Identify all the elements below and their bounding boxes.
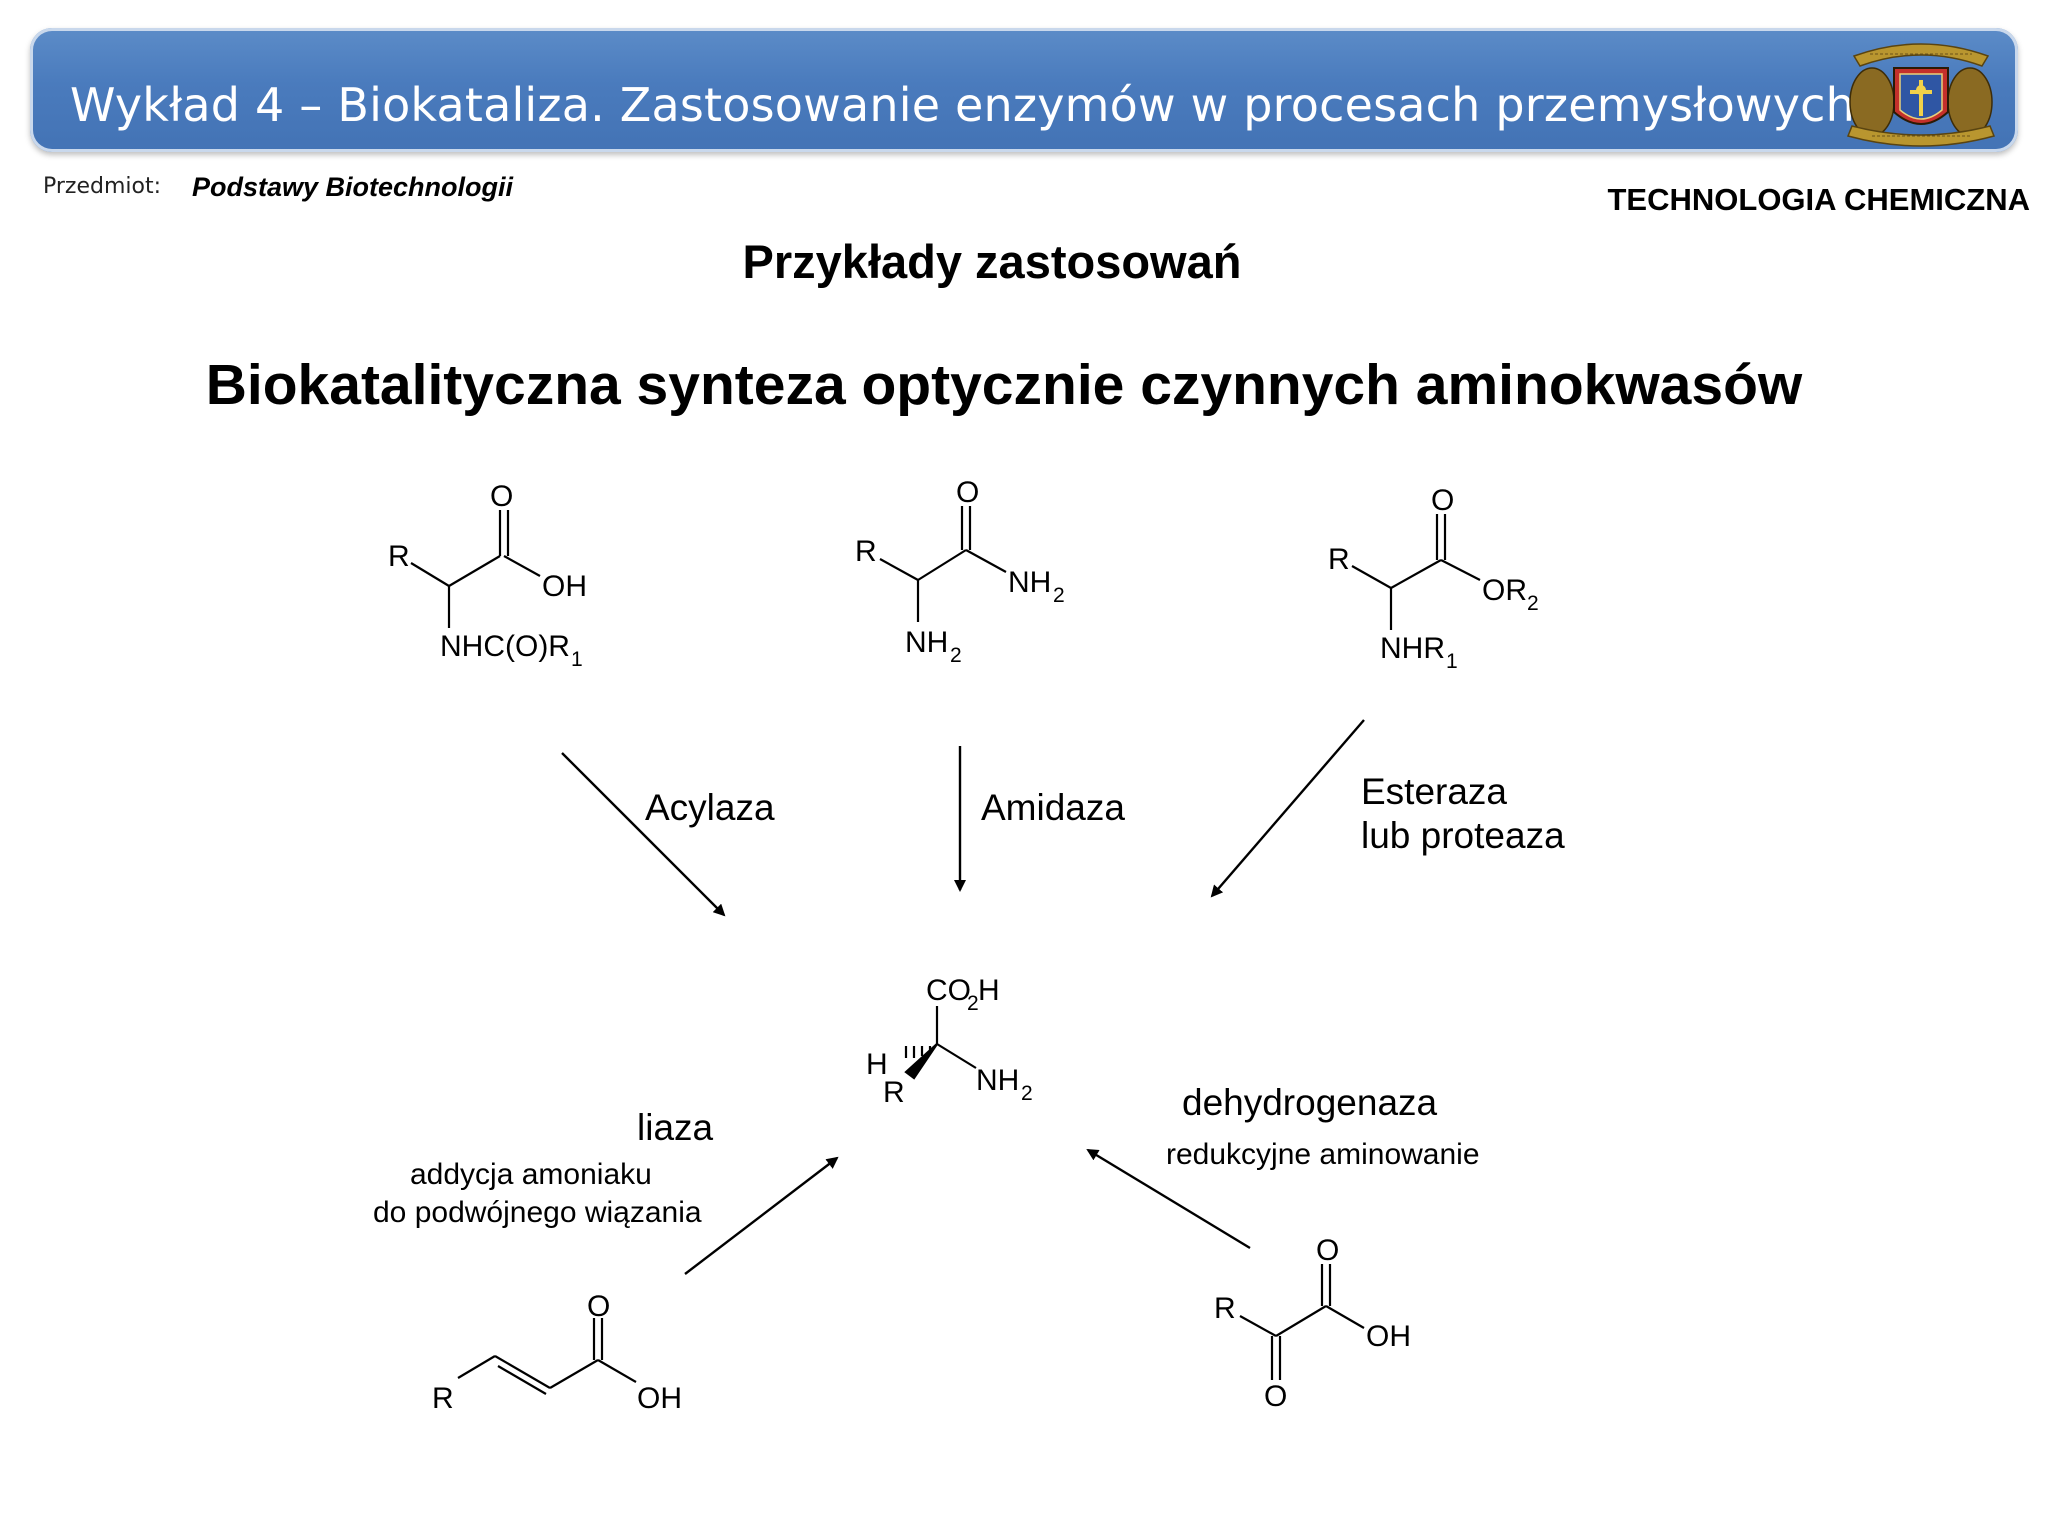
enzyme-lyase-label: liaza xyxy=(637,1107,714,1148)
enzyme-protease-label: lub proteaza xyxy=(1361,815,1565,856)
molecule-amino-ester xyxy=(1351,514,1481,630)
atom-r: R xyxy=(855,535,877,568)
university-crest-icon xyxy=(1846,43,1996,147)
atom-amine: NH xyxy=(905,626,948,659)
atom-or: OR xyxy=(1482,574,1527,607)
atom-o-top: O xyxy=(1316,1234,1339,1267)
subject-label: Przedmiot: xyxy=(43,174,162,199)
atom-oh: OH xyxy=(637,1382,682,1415)
subject-name: Podstawy Biotechnologii xyxy=(192,172,514,202)
atom-oh: OH xyxy=(1366,1320,1411,1353)
atom-o: O xyxy=(1431,484,1454,517)
atom-r: R xyxy=(432,1382,454,1415)
atom-o-bottom: O xyxy=(1264,1380,1287,1413)
atom-amine: NHR xyxy=(1380,632,1445,665)
molecule-keto-acid xyxy=(1239,1264,1365,1380)
atom-amine-subscript: 1 xyxy=(1446,650,1458,673)
atom-amine-subscript: 2 xyxy=(950,644,962,667)
atom-nh: NH xyxy=(976,1064,1019,1097)
molecule-amino-amide xyxy=(879,506,1007,622)
atom-nh: NH xyxy=(1008,566,1051,599)
atom-co-subscript: 2 xyxy=(967,992,979,1015)
dehydrogenase-description: redukcyjne aminowanie xyxy=(1166,1138,1480,1171)
atom-o: O xyxy=(956,476,979,509)
atom-r: R xyxy=(1214,1292,1236,1325)
atom-co: CO xyxy=(926,974,971,1007)
lyase-description-line2: do podwójnego wiązania xyxy=(373,1196,702,1229)
header-bar xyxy=(30,28,2018,152)
molecule-product-amino-acid xyxy=(904,1006,977,1080)
lyase-description-line1: addycja amoniaku xyxy=(410,1158,652,1191)
atom-o: O xyxy=(587,1290,610,1323)
atom-r: R xyxy=(1328,543,1350,576)
molecule-acyl-amino-acid xyxy=(410,510,541,628)
atom-r: R xyxy=(883,1076,905,1109)
enzyme-amidase-label: Amidaza xyxy=(981,787,1125,828)
main-title: Biokatalityczna synteza optycznie czynny… xyxy=(205,353,1803,417)
enzyme-acylase-label: Acylaza xyxy=(645,787,775,828)
arrow-acylase xyxy=(561,752,726,917)
atom-co-h: H xyxy=(978,974,1000,1007)
lecture-title: Wykład 4 – Biokataliza. Zastosowanie enz… xyxy=(70,78,1855,132)
page-title: Przykłady zastosowań xyxy=(742,235,1242,288)
atom-oh: OH xyxy=(542,570,587,603)
arrow-lyase xyxy=(684,1156,839,1275)
arrow-dehydrogenase xyxy=(1086,1148,1251,1250)
atom-amine: NHC(O)R xyxy=(440,630,570,663)
atom-r: R xyxy=(388,540,410,573)
enzyme-dehydrogenase-label: dehydrogenaza xyxy=(1182,1082,1438,1123)
atom-amine-subscript: 1 xyxy=(571,648,583,671)
atom-nh-subscript: 2 xyxy=(1021,1082,1033,1105)
arrow-esterase xyxy=(1210,719,1365,898)
atom-o: O xyxy=(490,480,513,513)
faculty-name: TECHNOLOGIA CHEMICZNA xyxy=(1607,182,2031,217)
atom-or-subscript: 2 xyxy=(1527,592,1539,615)
atom-nh-subscript: 2 xyxy=(1053,584,1065,607)
enzyme-esterase-label: Esteraza xyxy=(1361,771,1507,812)
atom-h: H xyxy=(866,1048,888,1081)
molecule-unsaturated-acid xyxy=(457,1318,637,1395)
